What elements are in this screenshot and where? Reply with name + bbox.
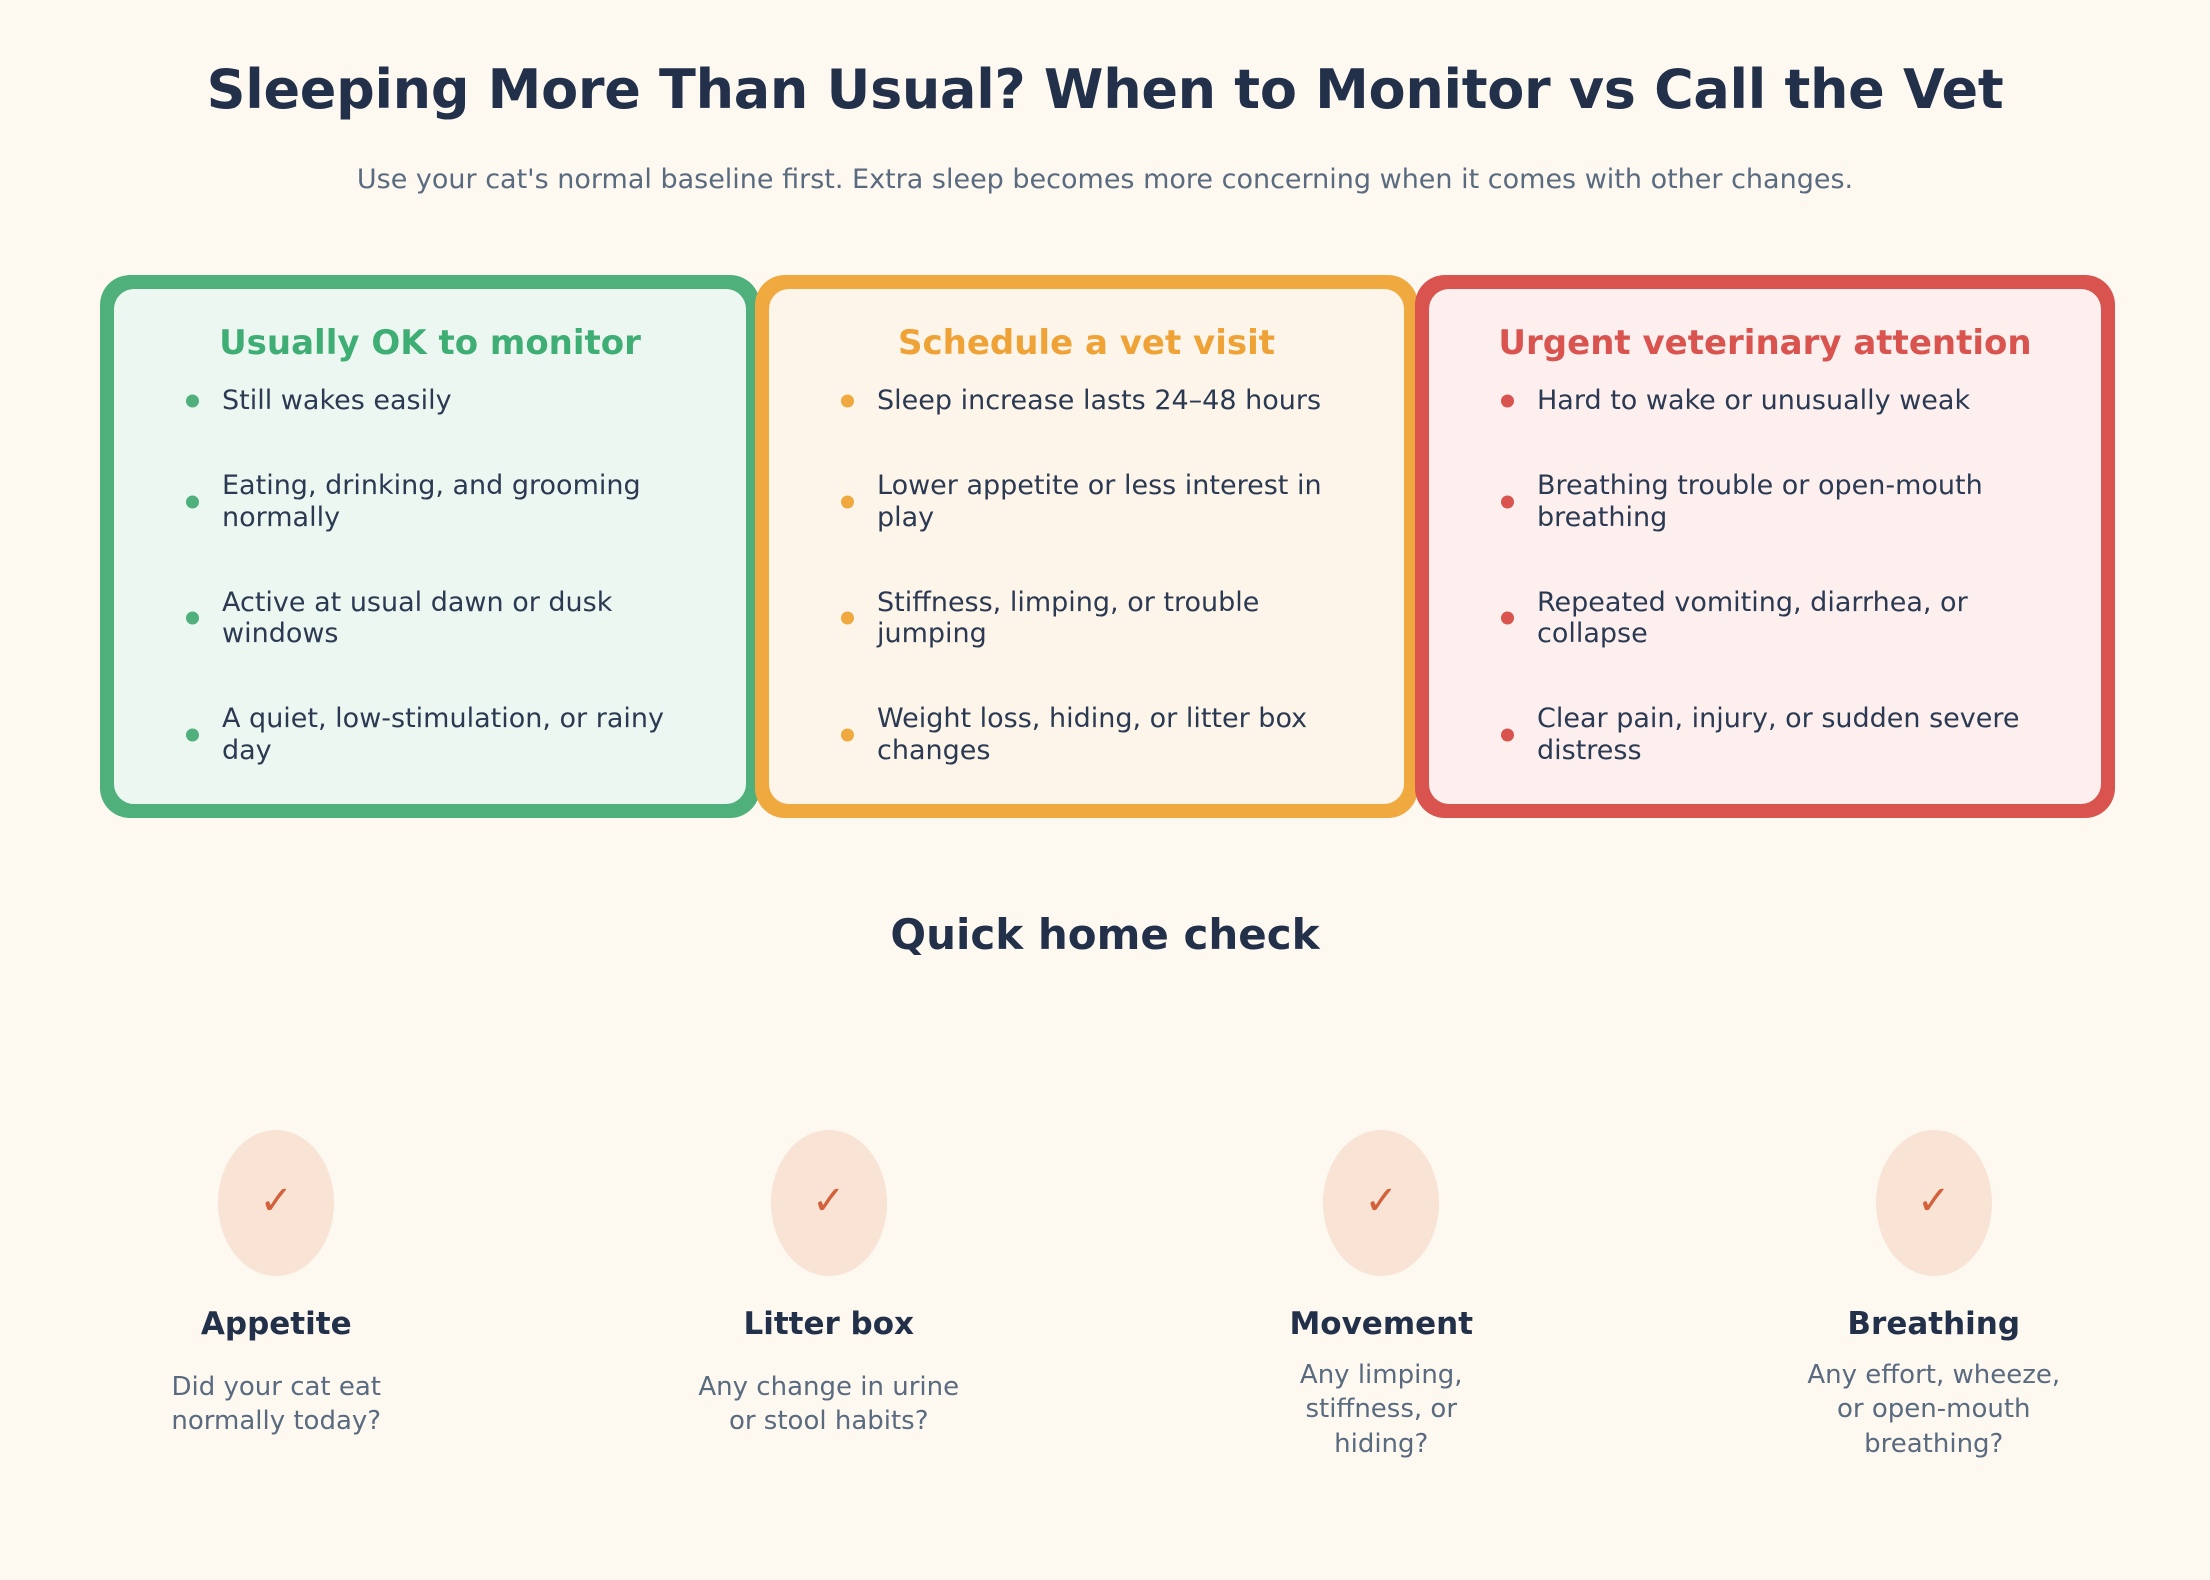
checkmark-icon: ✓ [1323,1130,1440,1276]
home-check-item-appetite: ✓ Appetite Did your cat eat normally tod… [0,1130,553,1461]
home-check-item-movement: ✓ Movement Any limping, stiffness, or hi… [1105,1130,1658,1461]
home-check-label: Litter box [743,1306,915,1342]
tier-item: Still wakes easily [184,385,716,417]
tier-item: Clear pain, injury, or sudden severe dis… [1499,703,2071,767]
tier-heading: Usually OK to monitor [219,323,641,363]
page-title: Sleeping More Than Usual? When to Monito… [206,58,2004,121]
home-check-label: Breathing [1847,1306,2021,1342]
tier-card-usually-ok-to-monitor: Usually OK to monitor Still wakes easily… [100,275,760,818]
home-check-label: Appetite [200,1306,352,1342]
tier-item-list: Still wakes easily Eating, drinking, and… [144,385,716,767]
checkmark-glyph: ✓ [1364,1178,1398,1224]
home-check-item-breathing: ✓ Breathing Any effort, wheeze, or open-… [1658,1130,2210,1461]
checkmark-glyph: ✓ [811,1178,846,1224]
tier-item: Lower appetite or less interest in play [839,470,1374,534]
tier-item: Repeated vomiting, diarrhea, or collapse [1499,587,2071,651]
home-check-item-group: ✓ Appetite Did your cat eat normally tod… [0,1130,2210,1461]
tier-item-list: Hard to wake or unusually weak Breathing… [1459,385,2071,767]
tier-heading: Urgent veterinary attention [1498,323,2032,363]
tier-card-body: Urgent veterinary attention Hard to wake… [1429,289,2101,804]
checkmark-icon: ✓ [218,1130,335,1276]
tier-item: Breathing trouble or open-mouth breathin… [1499,470,2071,534]
tier-card-body: Schedule a vet visit Sleep increase last… [769,289,1404,804]
checkmark-icon: ✓ [770,1130,887,1276]
tier-item: Eating, drinking, and grooming normally [184,470,716,534]
checkmark-icon: ✓ [1875,1130,1992,1276]
tier-item: Hard to wake or unusually weak [1499,385,2071,417]
tier-item: Weight loss, hiding, or litter box chang… [839,703,1374,767]
home-check-description: Any change in urine or stool habits? [698,1372,960,1437]
home-check-description: Did your cat eat normally today? [171,1372,382,1437]
checkmark-glyph: ✓ [259,1178,293,1224]
tier-card-urgent-veterinary-attention: Urgent veterinary attention Hard to wake… [1415,275,2115,818]
tier-heading: Schedule a vet visit [897,323,1276,363]
tier-item: Active at usual dawn or dusk windows [184,587,716,651]
home-check-item-litter-box: ✓ Litter box Any change in urine or stoo… [553,1130,1106,1461]
home-check-description: Any effort, wheeze, or open-mouth breath… [1807,1360,2061,1459]
home-check-description: Any limping, stiffness, or hiding? [1299,1360,1463,1459]
tier-item: A quiet, low-stimulation, or rainy day [184,703,716,767]
tier-item: Stiffness, limping, or trouble jumping [839,587,1374,651]
tier-card-schedule-a-vet-visit: Schedule a vet visit Sleep increase last… [755,275,1418,818]
checkmark-glyph: ✓ [1916,1178,1951,1224]
tier-item-list: Sleep increase lasts 24–48 hours Lower a… [799,385,1374,767]
tier-item: Sleep increase lasts 24–48 hours [839,385,1374,417]
home-check-title: Quick home check [890,910,1320,959]
page-subtitle: Use your cat's normal baseline first. Ex… [356,164,1854,195]
home-check-label: Movement [1289,1306,1474,1342]
tier-card-body: Usually OK to monitor Still wakes easily… [114,289,746,804]
